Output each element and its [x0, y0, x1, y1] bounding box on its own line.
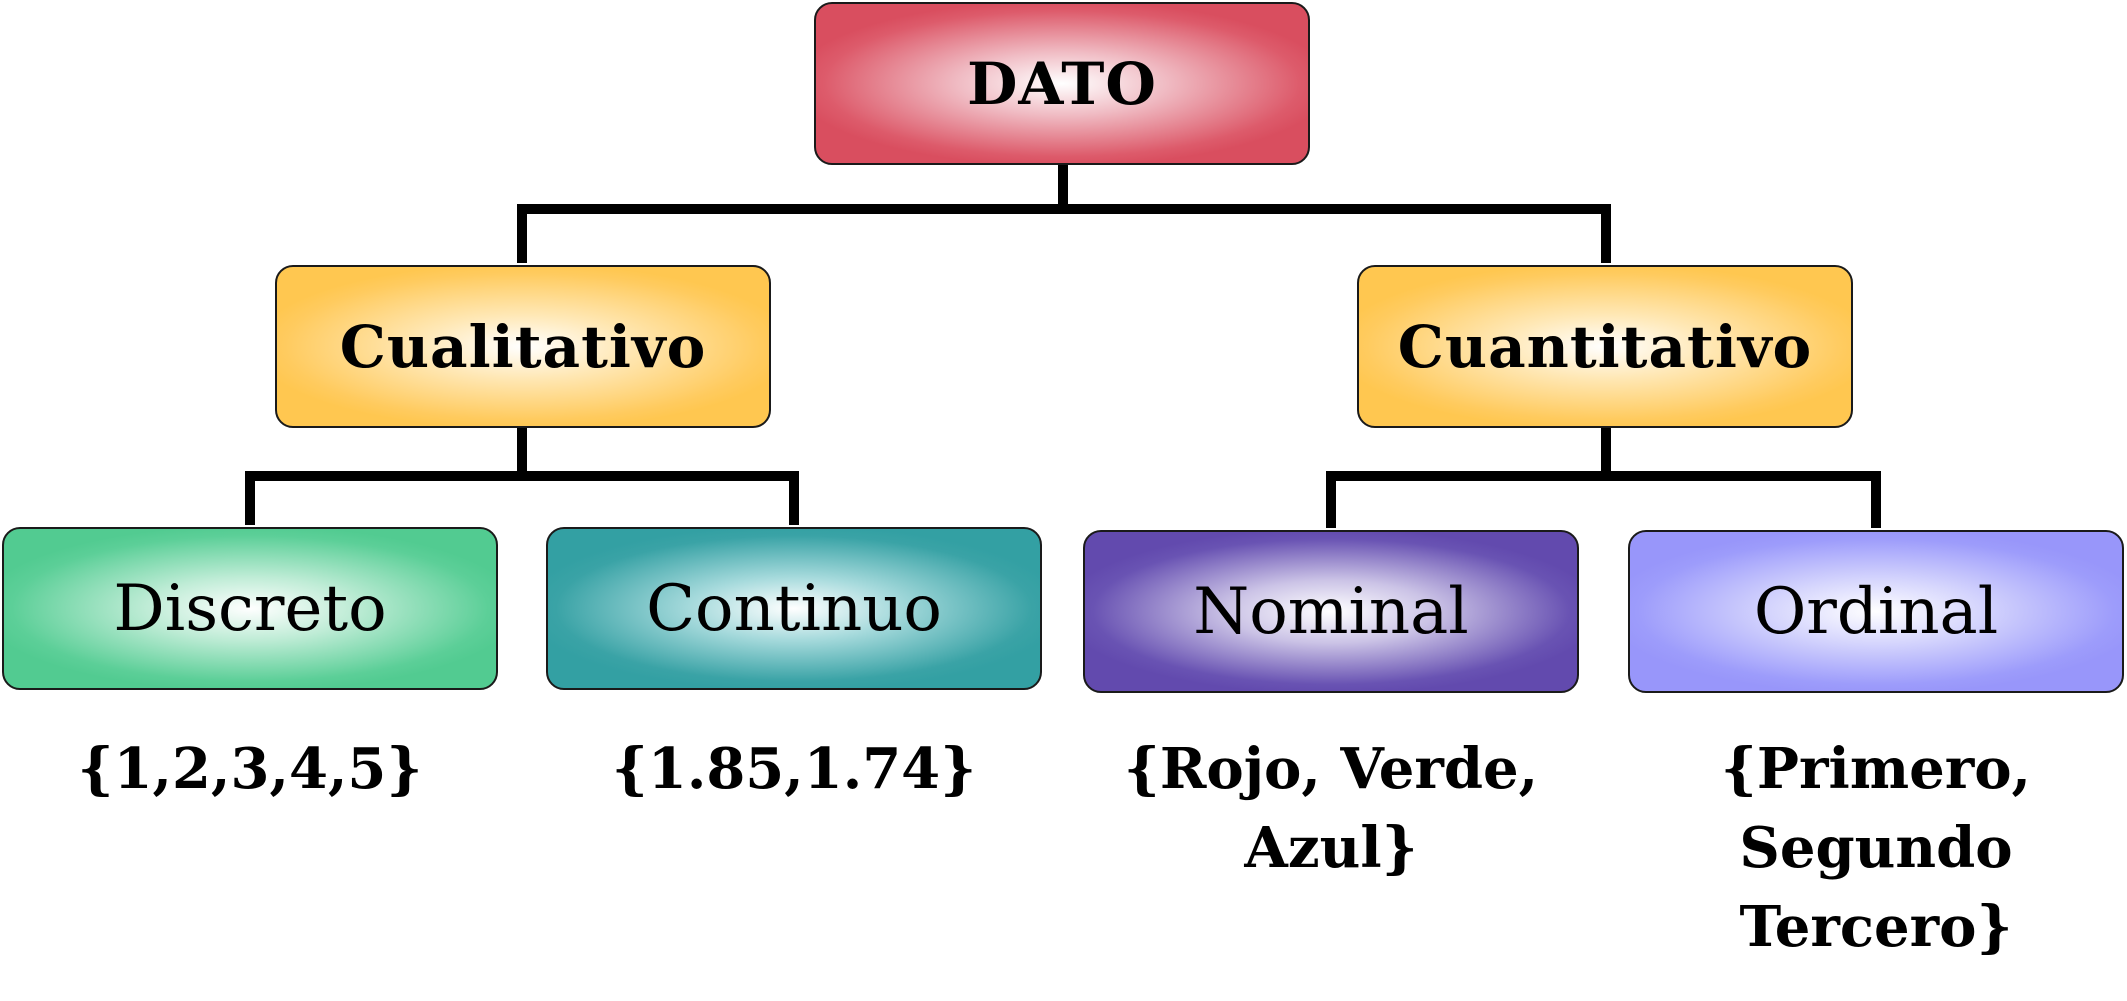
node-cualitativo-label: Cualitativo	[339, 312, 707, 381]
example-continuo: {1.85,1.74}	[611, 736, 977, 802]
example-discreto: {1,2,3,4,5}	[77, 736, 423, 802]
node-nominal: Nominal	[1083, 530, 1579, 693]
node-cualitativo: Cualitativo	[275, 265, 771, 428]
node-dato: DATO	[814, 2, 1310, 165]
node-cuantitativo-label: Cuantitativo	[1397, 312, 1813, 381]
connector-dato-to-level1	[517, 165, 1611, 263]
node-nominal-label: Nominal	[1193, 574, 1469, 649]
node-ordinal: Ordinal	[1628, 530, 2124, 693]
node-continuo-label: Continuo	[646, 571, 942, 646]
connector-cualitativo-to-children	[245, 428, 799, 525]
node-continuo: Continuo	[546, 527, 1042, 690]
example-nominal: {Rojo, Verde, Azul}	[1123, 736, 1539, 881]
example-ordinal: {Primero, Segundo Tercero}	[1720, 736, 2032, 960]
node-discreto-label: Discreto	[113, 571, 387, 646]
connector-cuantitativo-to-children	[1326, 428, 1881, 528]
node-dato-label: DATO	[967, 49, 1157, 118]
node-discreto: Discreto	[2, 527, 498, 690]
node-ordinal-label: Ordinal	[1753, 574, 1999, 649]
node-cuantitativo: Cuantitativo	[1357, 265, 1853, 428]
